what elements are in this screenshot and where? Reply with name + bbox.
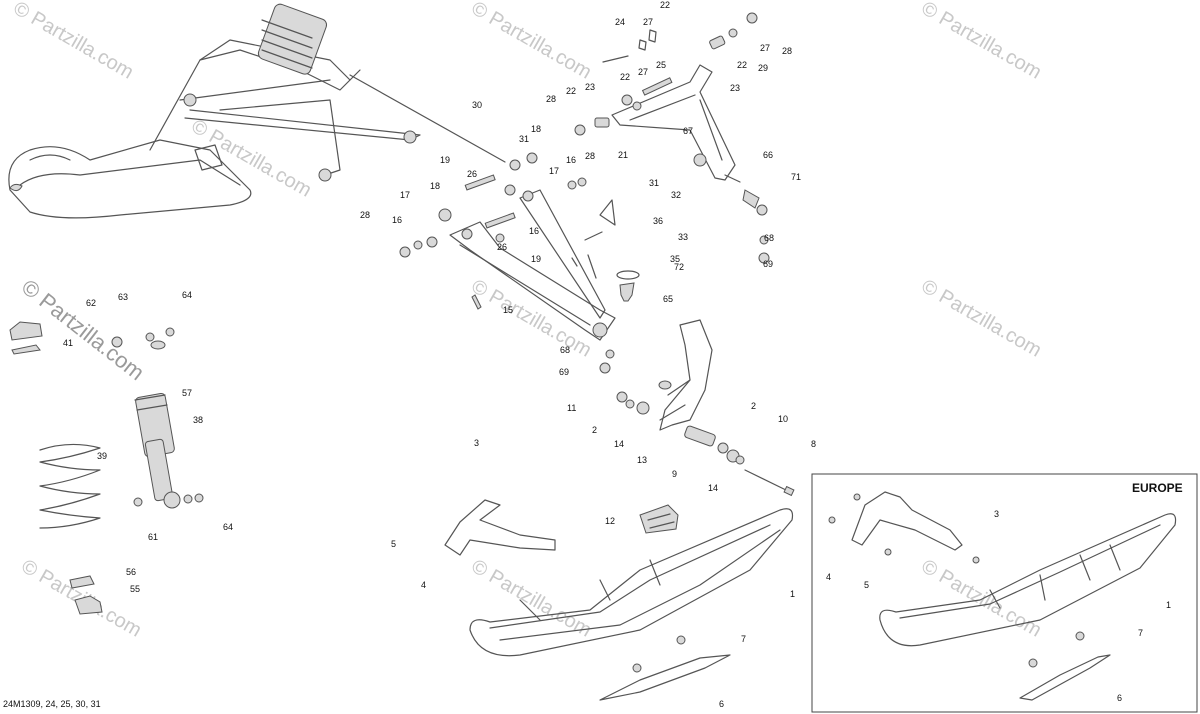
part-callout: 19 [440, 155, 450, 165]
part-callout: 2 [592, 425, 597, 435]
part-callout: 14 [614, 439, 624, 449]
watermark-text: © Partzilla.com [918, 555, 1046, 641]
part-callout: 8 [811, 439, 816, 449]
part-callout: 17 [400, 190, 410, 200]
part-callout: 36 [653, 216, 663, 226]
part-callout: 12 [605, 516, 615, 526]
watermark-text: © Partzilla.com [188, 115, 316, 201]
part-callout: 63 [118, 292, 128, 302]
part-callout: 19 [531, 254, 541, 264]
europe-inset: EUROPE [811, 473, 1198, 713]
part-callout: 68 [560, 345, 570, 355]
part-callout: 9 [672, 469, 677, 479]
part-callout: 41 [63, 338, 73, 348]
part-callout: 29 [758, 63, 768, 73]
watermark-text: © Partzilla.com [468, 555, 596, 641]
part-callout: 27 [643, 17, 653, 27]
watermark-text: © Partzilla.com [918, 0, 1046, 84]
inset-frame [811, 473, 1198, 713]
part-callout: 69 [763, 259, 773, 269]
part-callout: 28 [360, 210, 370, 220]
part-callout: 25 [656, 60, 666, 70]
part-callout: 28 [546, 94, 556, 104]
part-callout: 4 [826, 572, 831, 582]
part-callout: 18 [531, 124, 541, 134]
part-callout: 61 [148, 532, 158, 542]
ski-main [444, 499, 794, 701]
ski-suspension-assembly [8, 3, 506, 219]
watermark-text: © Partzilla.com [468, 0, 596, 84]
part-callout: 3 [474, 438, 479, 448]
part-callout: 22 [660, 0, 670, 10]
part-callout: 17 [549, 166, 559, 176]
part-callout: 23 [585, 82, 595, 92]
part-callout: 28 [782, 46, 792, 56]
part-callout: 21 [618, 150, 628, 160]
part-callout: 2 [751, 401, 756, 411]
part-callout: 38 [193, 415, 203, 425]
part-callout: 26 [497, 242, 507, 252]
shock-spring-components [9, 321, 204, 615]
part-callout: 27 [638, 67, 648, 77]
ski-spindle [616, 319, 795, 497]
part-callout: 3 [994, 509, 999, 519]
part-callout: 7 [1138, 628, 1143, 638]
part-callout: 16 [392, 215, 402, 225]
part-callout: 15 [503, 305, 513, 315]
part-callout: 30 [472, 100, 482, 110]
part-callout: 39 [97, 451, 107, 461]
part-callout: 31 [649, 178, 659, 188]
part-callout: 35 [670, 254, 680, 264]
part-callout: 14 [708, 483, 718, 493]
part-callout: 6 [1117, 693, 1122, 703]
part-callout: 57 [182, 388, 192, 398]
part-callout: 4 [421, 580, 426, 590]
part-callout: 7 [741, 634, 746, 644]
part-callout: 1 [1166, 600, 1171, 610]
upper-a-arm [574, 12, 770, 264]
lower-a-arm [399, 152, 640, 374]
part-callout: 23 [730, 83, 740, 93]
part-callout: 65 [663, 294, 673, 304]
part-callout: 10 [778, 414, 788, 424]
part-callout: 72 [674, 262, 684, 272]
part-callout: 71 [791, 172, 801, 182]
reference-code: 24M1309, 24, 25, 30, 31 [3, 699, 101, 709]
part-callout: 1 [790, 589, 795, 599]
part-callout: 67 [683, 126, 693, 136]
part-callout: 5 [391, 539, 396, 549]
part-callout: 26 [467, 169, 477, 179]
part-callout: 62 [86, 298, 96, 308]
watermark-text: © Partzilla.com [10, 0, 138, 84]
part-callout: 16 [566, 155, 576, 165]
part-callout: 64 [182, 290, 192, 300]
part-callout: 6 [719, 699, 724, 709]
part-callout: 22 [566, 86, 576, 96]
part-callout: 13 [637, 455, 647, 465]
watermark-layer: © Partzilla.com © Partzilla.com © Partzi… [10, 0, 1046, 642]
part-callout: 5 [864, 580, 869, 590]
part-callout: 31 [519, 134, 529, 144]
part-callout: 32 [671, 190, 681, 200]
part-callout: 64 [223, 522, 233, 532]
part-callout: 28 [585, 151, 595, 161]
part-callout: 55 [130, 584, 140, 594]
part-callout: 22 [737, 60, 747, 70]
part-callout: 66 [763, 150, 773, 160]
part-callout: 68 [764, 233, 774, 243]
part-callout: 11 [567, 403, 576, 413]
part-callout: 69 [559, 367, 569, 377]
part-callout: 56 [126, 567, 136, 577]
part-callout: 22 [620, 72, 630, 82]
part-callout: 33 [678, 232, 688, 242]
part-callout: 18 [430, 181, 440, 191]
part-callout: 24 [615, 17, 625, 27]
watermark-text: © Partzilla.com [918, 275, 1046, 361]
part-callout: 27 [760, 43, 770, 53]
part-callout: 16 [529, 226, 539, 236]
inset-title: EUROPE [1132, 481, 1183, 495]
